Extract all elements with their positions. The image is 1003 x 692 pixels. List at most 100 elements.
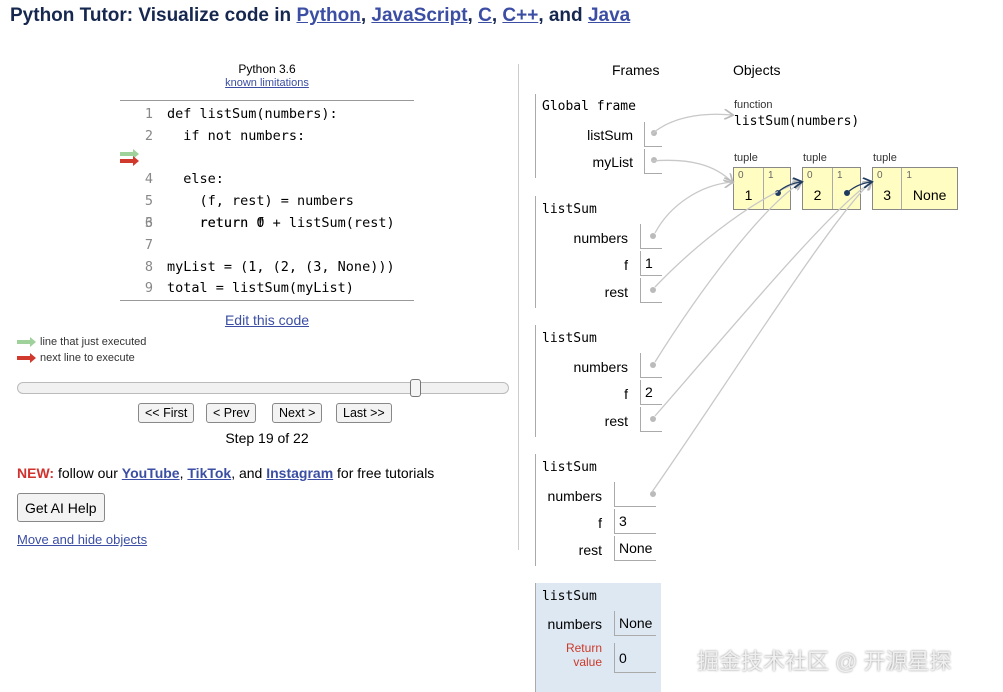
slider-handle[interactable] bbox=[410, 379, 421, 397]
cell-value: 2 bbox=[813, 187, 822, 203]
value-cell: 2 bbox=[640, 380, 662, 405]
code-line-5: 5 (f, rest) = numbers bbox=[120, 191, 420, 213]
pointer-cell bbox=[644, 122, 662, 147]
link-cpp[interactable]: C++ bbox=[502, 5, 539, 26]
code-top-rule bbox=[120, 100, 414, 101]
line-source: return f + listSum(rest) bbox=[167, 214, 395, 231]
tuple-label: tuple bbox=[803, 152, 827, 164]
link-python[interactable]: Python bbox=[296, 5, 361, 26]
edit-code-link[interactable]: Edit this code bbox=[224, 312, 310, 328]
pointer-dot bbox=[651, 157, 657, 163]
cell-index: 1 bbox=[836, 170, 843, 181]
arrow-numbers1-tuple1 bbox=[654, 182, 732, 234]
code-line-8: 8 myList = (1, (2, (3, None))) bbox=[120, 257, 420, 279]
return-value-cell: 0 bbox=[614, 643, 656, 673]
first-button[interactable]: << First bbox=[138, 403, 195, 423]
cell-value: 3 bbox=[883, 187, 892, 203]
pointer-cell bbox=[640, 353, 662, 378]
executed-arrow-icon bbox=[17, 337, 36, 348]
executed-arrow-icon bbox=[120, 148, 139, 159]
next-button[interactable]: Next > bbox=[272, 403, 323, 423]
var-name: f bbox=[624, 386, 628, 402]
var-name: rest bbox=[604, 413, 628, 429]
last-button[interactable]: Last >> bbox=[336, 403, 392, 423]
news-banner: NEW: follow our YouTube, TikTok, and Ins… bbox=[17, 465, 435, 481]
move-hide-objects-link[interactable]: Move and hide objects bbox=[17, 532, 148, 547]
pointer-dot bbox=[651, 130, 657, 136]
objects-header: Objects bbox=[733, 62, 781, 78]
code-line-7: 7 bbox=[120, 235, 420, 257]
call-frame-1: listSum numbers f 1 rest bbox=[535, 196, 662, 308]
line-source: return 0 bbox=[167, 214, 265, 231]
frame-name: listSum bbox=[542, 202, 597, 217]
code-line-2: 2 if not numbers: bbox=[120, 126, 420, 148]
youtube-link[interactable]: YouTube bbox=[121, 465, 180, 481]
tuple-label: tuple bbox=[734, 152, 758, 164]
link-javascript[interactable]: JavaScript bbox=[371, 5, 468, 26]
tuple-label: tuple bbox=[873, 152, 897, 164]
link-c[interactable]: C bbox=[478, 5, 492, 26]
var-name: numbers bbox=[547, 616, 602, 632]
pointer-cell bbox=[644, 149, 662, 174]
tiktok-link[interactable]: TikTok bbox=[187, 465, 232, 481]
var-name: listSum bbox=[587, 127, 633, 143]
var-name: rest bbox=[578, 542, 602, 558]
line-number: 3 bbox=[144, 214, 153, 231]
arrow-listsum-function bbox=[651, 114, 732, 135]
panel-divider bbox=[518, 64, 519, 550]
active-call-frame: listSum numbers None Return value 0 bbox=[535, 583, 661, 692]
step-slider[interactable] bbox=[17, 379, 509, 397]
cell-index: 0 bbox=[738, 170, 744, 181]
prev-button[interactable]: < Prev bbox=[206, 403, 257, 423]
frame-name: Global frame bbox=[542, 99, 636, 114]
value-cell: None bbox=[614, 611, 656, 636]
legend-next: next line to execute bbox=[17, 352, 135, 364]
line-number: 8 bbox=[144, 258, 153, 275]
step-counter: Step 19 of 22 bbox=[225, 430, 309, 446]
legend-executed: line that just executed bbox=[17, 336, 146, 348]
call-frame-3: listSum numbers f 3 rest None bbox=[535, 454, 661, 566]
line-source: else: bbox=[167, 171, 224, 188]
code-bottom-rule bbox=[120, 300, 414, 301]
cell-value: None bbox=[912, 187, 947, 203]
pointer-dot bbox=[650, 491, 656, 497]
call-frame-2: listSum numbers f 2 rest bbox=[535, 325, 662, 437]
value-cell: 3 bbox=[614, 509, 656, 534]
cell-index: 0 bbox=[807, 170, 813, 181]
next-arrow-icon bbox=[120, 155, 139, 166]
arrow-numbers3-tuple3 bbox=[651, 182, 871, 493]
page-title: Python Tutor: Visualize code in Python, … bbox=[10, 5, 631, 26]
frame-name: listSum bbox=[542, 460, 597, 475]
pointer-dot bbox=[843, 190, 850, 196]
code-line-3: 3 return 0 bbox=[120, 148, 420, 231]
var-name: numbers bbox=[573, 359, 628, 375]
line-source: myList = (1, (2, (3, None))) bbox=[167, 258, 395, 275]
frames-header: Frames bbox=[612, 62, 660, 78]
link-java[interactable]: Java bbox=[587, 5, 631, 26]
line-source: total = listSum(myList) bbox=[167, 280, 354, 297]
known-limitations-link[interactable]: known limitations bbox=[225, 77, 309, 89]
pointer-dot bbox=[650, 362, 656, 368]
code-line-4: 4 else: bbox=[120, 169, 420, 191]
line-source: (f, rest) = numbers bbox=[167, 193, 354, 210]
line-number: 2 bbox=[144, 127, 153, 144]
pointer-cell bbox=[640, 407, 662, 432]
next-arrow-icon bbox=[17, 353, 36, 364]
var-name: myList bbox=[592, 154, 633, 170]
instagram-link[interactable]: Instagram bbox=[266, 465, 334, 481]
function-label: function bbox=[734, 99, 773, 111]
frame-name: listSum bbox=[542, 589, 597, 604]
code-line-6: 6 return f + listSum(rest) bbox=[120, 213, 420, 235]
cell-index: 0 bbox=[877, 170, 883, 181]
arrow-rest2-tuple3 bbox=[654, 182, 871, 417]
pointer-dot bbox=[650, 233, 656, 239]
ai-help-button[interactable]: Get AI Help bbox=[17, 493, 105, 522]
line-number: 7 bbox=[144, 236, 153, 253]
